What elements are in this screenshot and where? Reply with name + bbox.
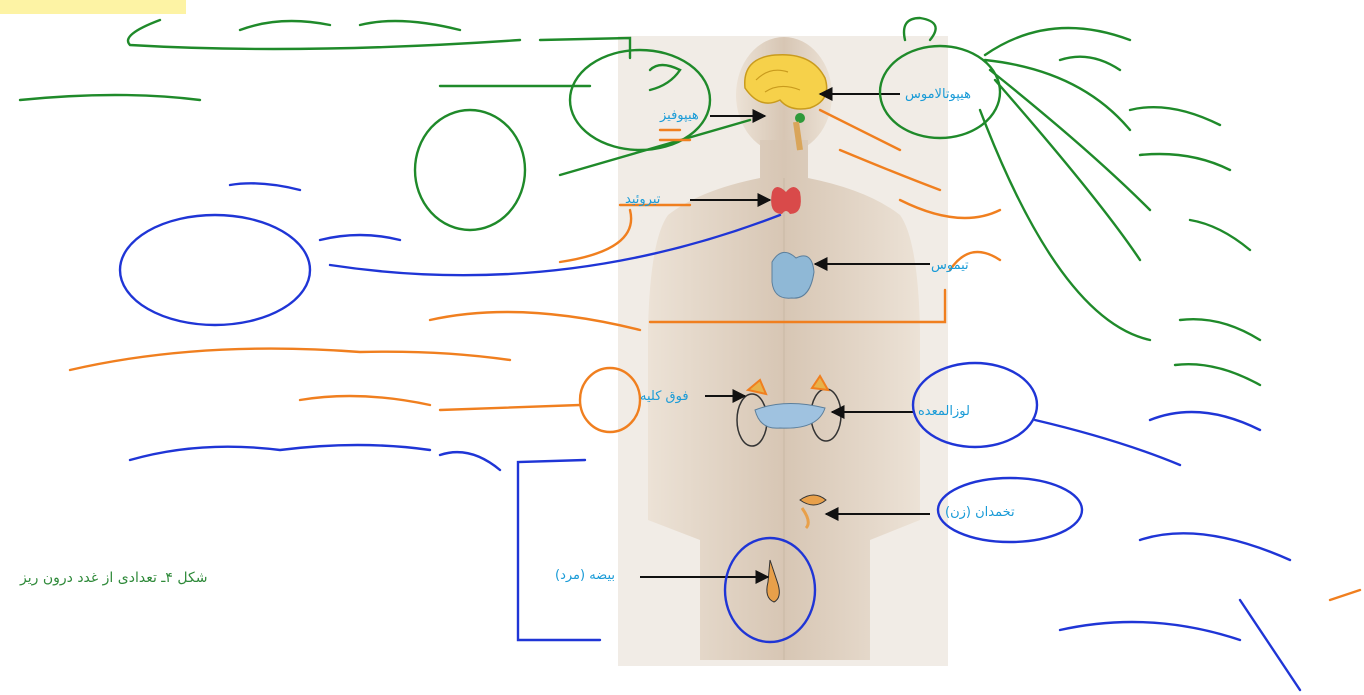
kidneys-adrenal-pancreas (736, 374, 842, 447)
thymus-shape (771, 251, 815, 299)
label-pancreas: لوزالمعده (918, 404, 970, 419)
testis-shape (766, 559, 780, 603)
label-testis: بیضه (مرد) (555, 568, 615, 583)
label-thymus: تیموس (931, 258, 969, 273)
ovary-shape (799, 494, 827, 506)
label-hypothalamus: هیپوتالاموس (905, 87, 971, 102)
orange-annotations (68, 108, 1362, 602)
label-pointers (640, 87, 930, 584)
label-thyroid: تیروئید (625, 192, 661, 207)
label-ovary: تخمدان (زن) (945, 505, 1015, 520)
figure-caption: شکل ۴ـ تعدادی از غدد درون ریز (20, 570, 208, 586)
label-pituitary: هیپوفیز (660, 108, 699, 123)
thyroid-shape (771, 187, 801, 214)
yellow-highlight (0, 0, 186, 14)
label-adrenal: فوق کلیه (640, 389, 689, 404)
blue-annotations (118, 182, 1302, 692)
green-annotations (18, 16, 1262, 387)
